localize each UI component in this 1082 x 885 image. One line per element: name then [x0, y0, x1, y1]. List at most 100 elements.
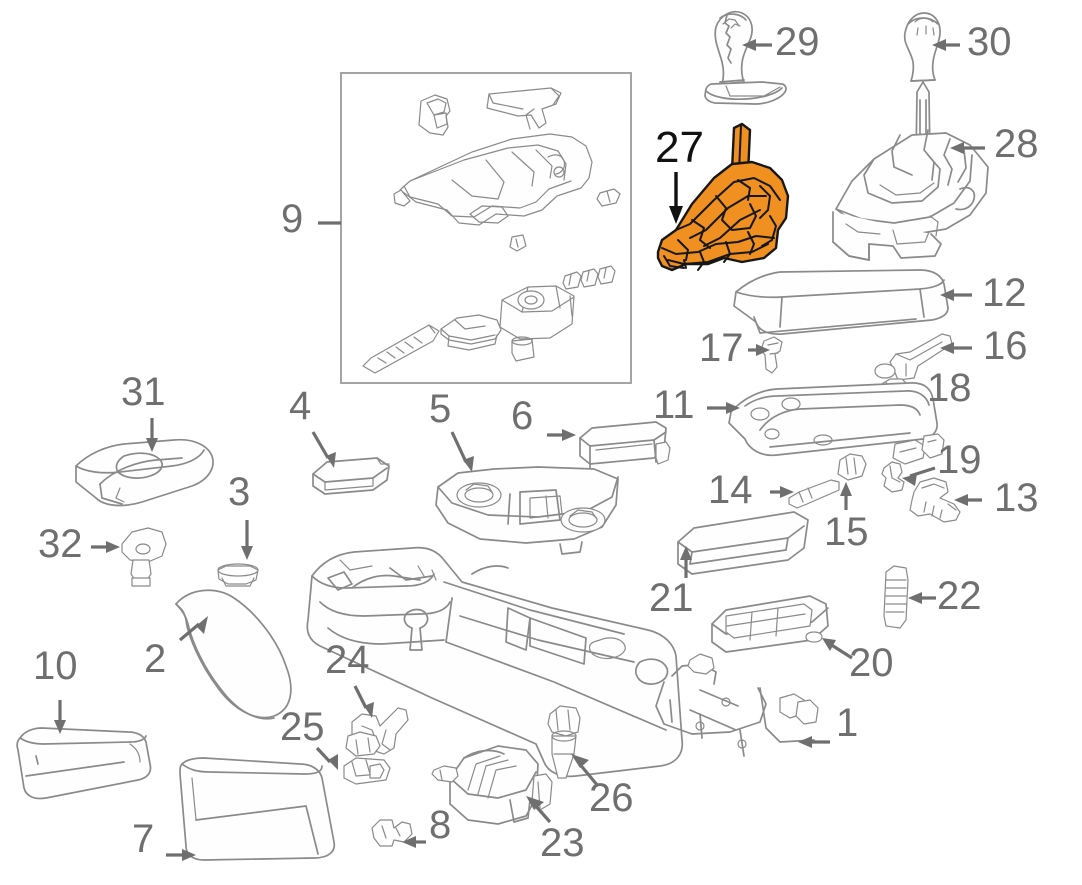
callout-15: 15 [824, 510, 869, 554]
cup-holder-tray [435, 466, 619, 555]
leader-21-head [680, 546, 692, 560]
leader-7-head [182, 849, 196, 861]
leader-11-head [726, 402, 740, 414]
callout-31: 31 [121, 370, 166, 414]
armrest-base [728, 382, 945, 465]
side-panel-oval [175, 589, 292, 720]
storage-tray-grille [711, 595, 829, 653]
callout-18: 18 [927, 366, 972, 410]
callout-11: 11 [653, 383, 695, 427]
callout-6: 6 [511, 394, 534, 438]
leader-24 [353, 685, 368, 709]
leader-25 [315, 746, 332, 764]
leader-22-head [908, 592, 922, 604]
console-body [306, 546, 819, 778]
shifter-base-frame [832, 81, 989, 261]
leader-3-head [241, 546, 253, 560]
storage-lid-panel [677, 511, 809, 575]
armrest-lid [733, 269, 949, 335]
leader-25-head [328, 754, 338, 770]
leader-26-head [571, 754, 589, 768]
callout-12: 12 [982, 271, 1027, 315]
leader-5-head [463, 456, 474, 472]
leader-32-head [106, 541, 120, 553]
group-box-9 [340, 72, 632, 384]
callout-32: 32 [38, 522, 83, 566]
callout-28: 28 [994, 122, 1039, 166]
leader-10-head [54, 720, 66, 734]
small-lid [312, 457, 390, 495]
lower-clip [343, 757, 391, 785]
leader-2 [178, 622, 201, 642]
callout-20: 20 [849, 641, 894, 685]
spring-clip [883, 565, 909, 629]
pivot-bolt [881, 461, 905, 493]
leader-20-head [822, 638, 836, 651]
callout-24: 24 [325, 638, 370, 682]
callout-19: 19 [937, 438, 982, 482]
leader-1-head [798, 736, 812, 748]
shift-knob-manual [903, 12, 941, 82]
latch-rod [874, 333, 953, 381]
callout-10: 10 [33, 644, 78, 688]
callout-3: 3 [228, 470, 251, 514]
power-outlet-module [431, 745, 553, 825]
callout-26: 26 [589, 776, 634, 820]
leader-16-head [940, 342, 954, 354]
grommet [217, 563, 259, 587]
callout-9: 9 [281, 197, 304, 241]
leader-5 [450, 431, 468, 463]
callout-13: 13 [994, 476, 1039, 520]
shifter-assembly-highlighted [656, 122, 790, 272]
callout-17: 17 [699, 326, 744, 370]
leader-12-head [940, 289, 954, 301]
callout-30: 30 [967, 20, 1012, 64]
retaining-clip [371, 819, 413, 847]
leader-24-head [364, 702, 374, 718]
callout-1: 1 [836, 701, 859, 745]
callout-22: 22 [937, 574, 982, 618]
leader-19-head [902, 474, 917, 486]
leader-8-head [402, 836, 416, 848]
rear-side-trim [179, 757, 336, 861]
hinge-pin [788, 479, 840, 509]
leader-4 [311, 431, 330, 459]
leader-28-head [950, 142, 964, 154]
leader-15-head [840, 482, 852, 496]
leader-30-head [932, 39, 946, 51]
leader-17-head [756, 344, 770, 356]
stopper [760, 336, 783, 374]
leader-23-head [526, 796, 544, 810]
leader-4-head [326, 452, 336, 468]
bushing [837, 453, 867, 481]
leader-20 [829, 642, 853, 660]
shift-knob-leather [704, 10, 787, 105]
callout-25: 25 [280, 705, 325, 749]
leader-19 [909, 466, 936, 478]
callout-5: 5 [429, 387, 452, 431]
hinge-bracket [909, 477, 961, 523]
callout-2: 2 [144, 637, 167, 681]
leader-31-head [146, 438, 158, 452]
leader-29-head [742, 39, 756, 51]
parking-brake-assembly [362, 87, 621, 374]
leader-6-head [562, 429, 576, 441]
callout-7: 7 [132, 817, 155, 861]
callout-27: 27 [655, 123, 704, 172]
knob-fastener [121, 527, 167, 587]
front-side-trim [16, 727, 152, 800]
callout-23: 23 [540, 821, 585, 865]
ashtray-insert [579, 421, 671, 469]
console-top-cover [75, 438, 214, 507]
upper-bracket [345, 707, 409, 757]
callout-29: 29 [775, 20, 820, 64]
callout-16: 16 [983, 324, 1028, 368]
leader-14-head [780, 486, 794, 498]
leader-13-head [954, 494, 968, 506]
callout-14: 14 [708, 468, 753, 512]
cigarette-lighter [547, 705, 581, 779]
callout-4: 4 [289, 384, 312, 428]
leader-2-head [196, 616, 208, 634]
